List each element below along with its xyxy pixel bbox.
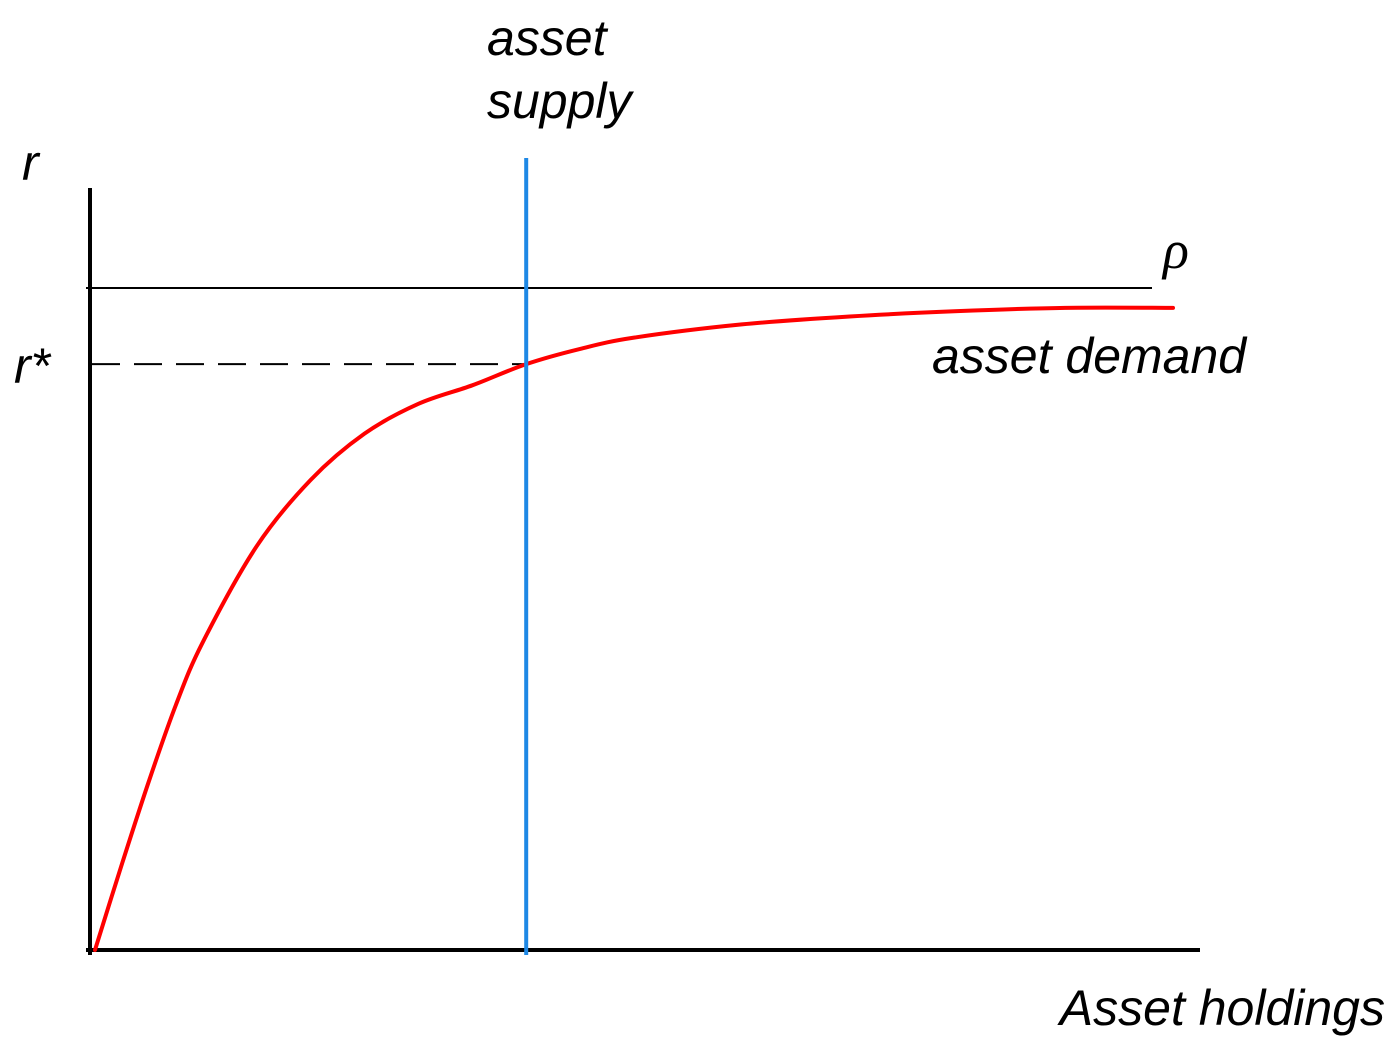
rho-label: ρ: [1161, 220, 1189, 280]
supply-label-line1: asset: [487, 10, 609, 66]
asset-demand-curve: [93, 305, 1175, 952]
r-star-label: r*: [14, 338, 52, 394]
demand-label: asset demand: [932, 328, 1248, 384]
y-axis-label: r: [22, 135, 41, 191]
x-axis-label: Asset holdings: [1057, 980, 1385, 1036]
supply-label-line2: supply: [487, 73, 635, 129]
